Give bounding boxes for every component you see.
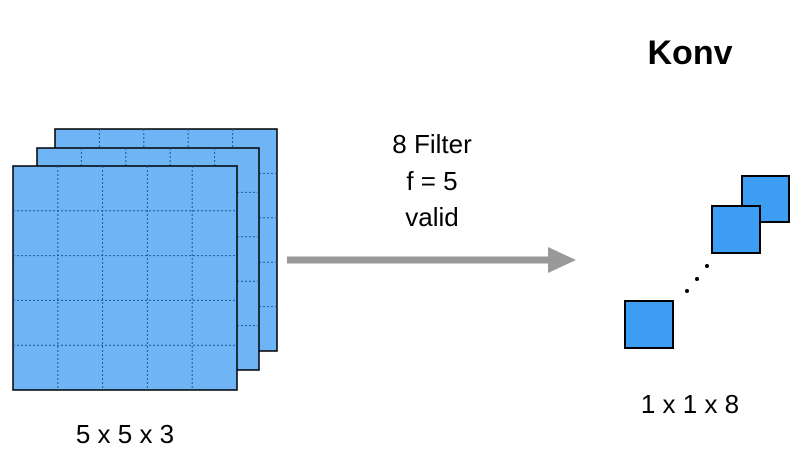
input-channel-front	[12, 165, 238, 391]
input-volume	[12, 128, 278, 391]
arrow-icon	[287, 247, 576, 273]
output-feature-square	[624, 300, 674, 349]
output-dimension-label: 1 x 1 x 8	[641, 389, 739, 419]
input-dimension-label: 5 x 5 x 3	[76, 419, 174, 449]
arrow-head	[548, 247, 576, 273]
padding-mode-label: valid	[405, 202, 458, 232]
filter-count-label: 8 Filter	[392, 129, 472, 159]
output-volume	[624, 175, 790, 349]
filter-size-label: f = 5	[406, 166, 457, 196]
diagram-title: Konv	[648, 34, 733, 72]
channel-background	[12, 165, 238, 391]
ellipsis-icon	[685, 264, 709, 293]
operation-description: 8 Filter f = 5 valid	[392, 129, 472, 232]
output-feature-square	[711, 205, 761, 254]
